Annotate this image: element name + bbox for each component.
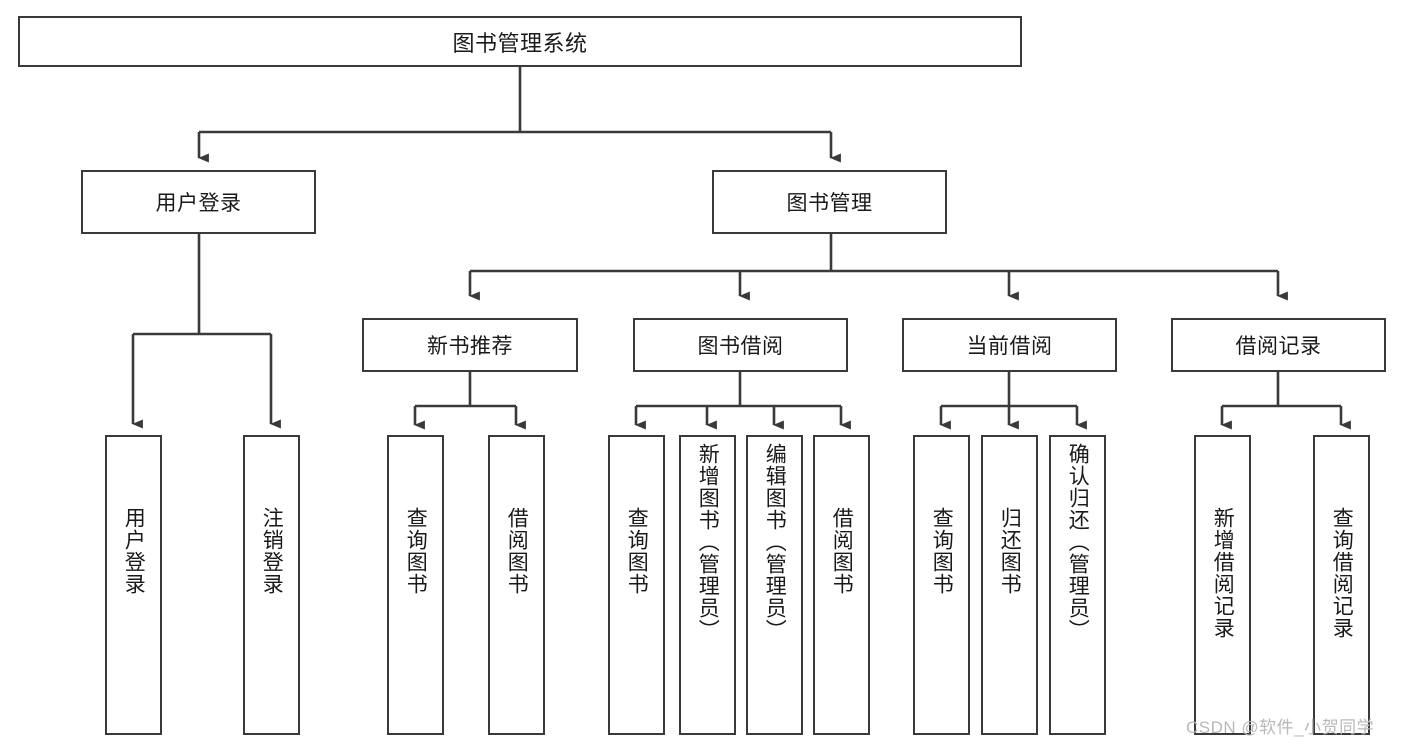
leaf-current-query-book[interactable]: 查询图书 [913,435,970,735]
node-label: 编辑图书（管理员） [763,443,787,641]
watermark-text: CSDN @软件_小贺同学 [1186,718,1375,737]
leaf-borrow-query-book[interactable]: 查询图书 [608,435,665,735]
node-label: 借阅记录 [1235,335,1322,358]
node-label: 图书借阅 [697,335,784,358]
node-label: 新增借阅记录 [1211,507,1235,639]
node-label: 借阅图书 [505,507,529,595]
node-label: 查询图书 [404,507,428,595]
node-label: 查询图书 [625,507,649,595]
node-label: 用户登录 [122,507,146,595]
node-label: 查询图书 [930,507,954,595]
leaf-current-return-book[interactable]: 归还图书 [981,435,1038,735]
leaf-borrow-add-book-admin[interactable]: 新增图书（管理员） [679,435,736,735]
node-book-management[interactable]: 图书管理 [712,170,947,234]
node-root-system[interactable]: 图书管理系统 [18,16,1022,67]
leaf-user-login[interactable]: 用户登录 [105,435,162,735]
node-label: 查询借阅记录 [1330,507,1354,639]
leaf-borrow-borrow-book[interactable]: 借阅图书 [813,435,870,735]
node-book-borrow[interactable]: 图书借阅 [633,318,848,372]
leaf-recommend-query-book[interactable]: 查询图书 [387,435,444,735]
node-label: 用户登录 [155,192,242,215]
node-label: 图书管理系统 [452,30,588,56]
leaf-current-confirm-return-admin[interactable]: 确认归还（管理员） [1049,435,1106,735]
node-label: 注销登录 [260,507,284,595]
leaf-record-query-record[interactable]: 查询借阅记录 [1313,435,1370,735]
node-new-book-recommend[interactable]: 新书推荐 [362,318,578,372]
node-borrow-record[interactable]: 借阅记录 [1171,318,1386,372]
leaf-user-logout[interactable]: 注销登录 [243,435,300,735]
node-label: 借阅图书 [830,507,854,595]
node-label: 新书推荐 [427,335,513,358]
leaf-borrow-edit-book-admin[interactable]: 编辑图书（管理员） [746,435,803,735]
node-label: 图书管理 [786,192,873,215]
node-label: 当前借阅 [966,335,1053,358]
leaf-record-add-record[interactable]: 新增借阅记录 [1194,435,1251,735]
node-current-borrow[interactable]: 当前借阅 [902,318,1117,372]
node-label: 归还图书 [998,507,1022,595]
node-label: 新增图书（管理员） [696,443,720,641]
node-label: 确认归还（管理员） [1066,443,1090,641]
leaf-recommend-borrow-book[interactable]: 借阅图书 [488,435,545,735]
node-user-login[interactable]: 用户登录 [81,170,316,234]
